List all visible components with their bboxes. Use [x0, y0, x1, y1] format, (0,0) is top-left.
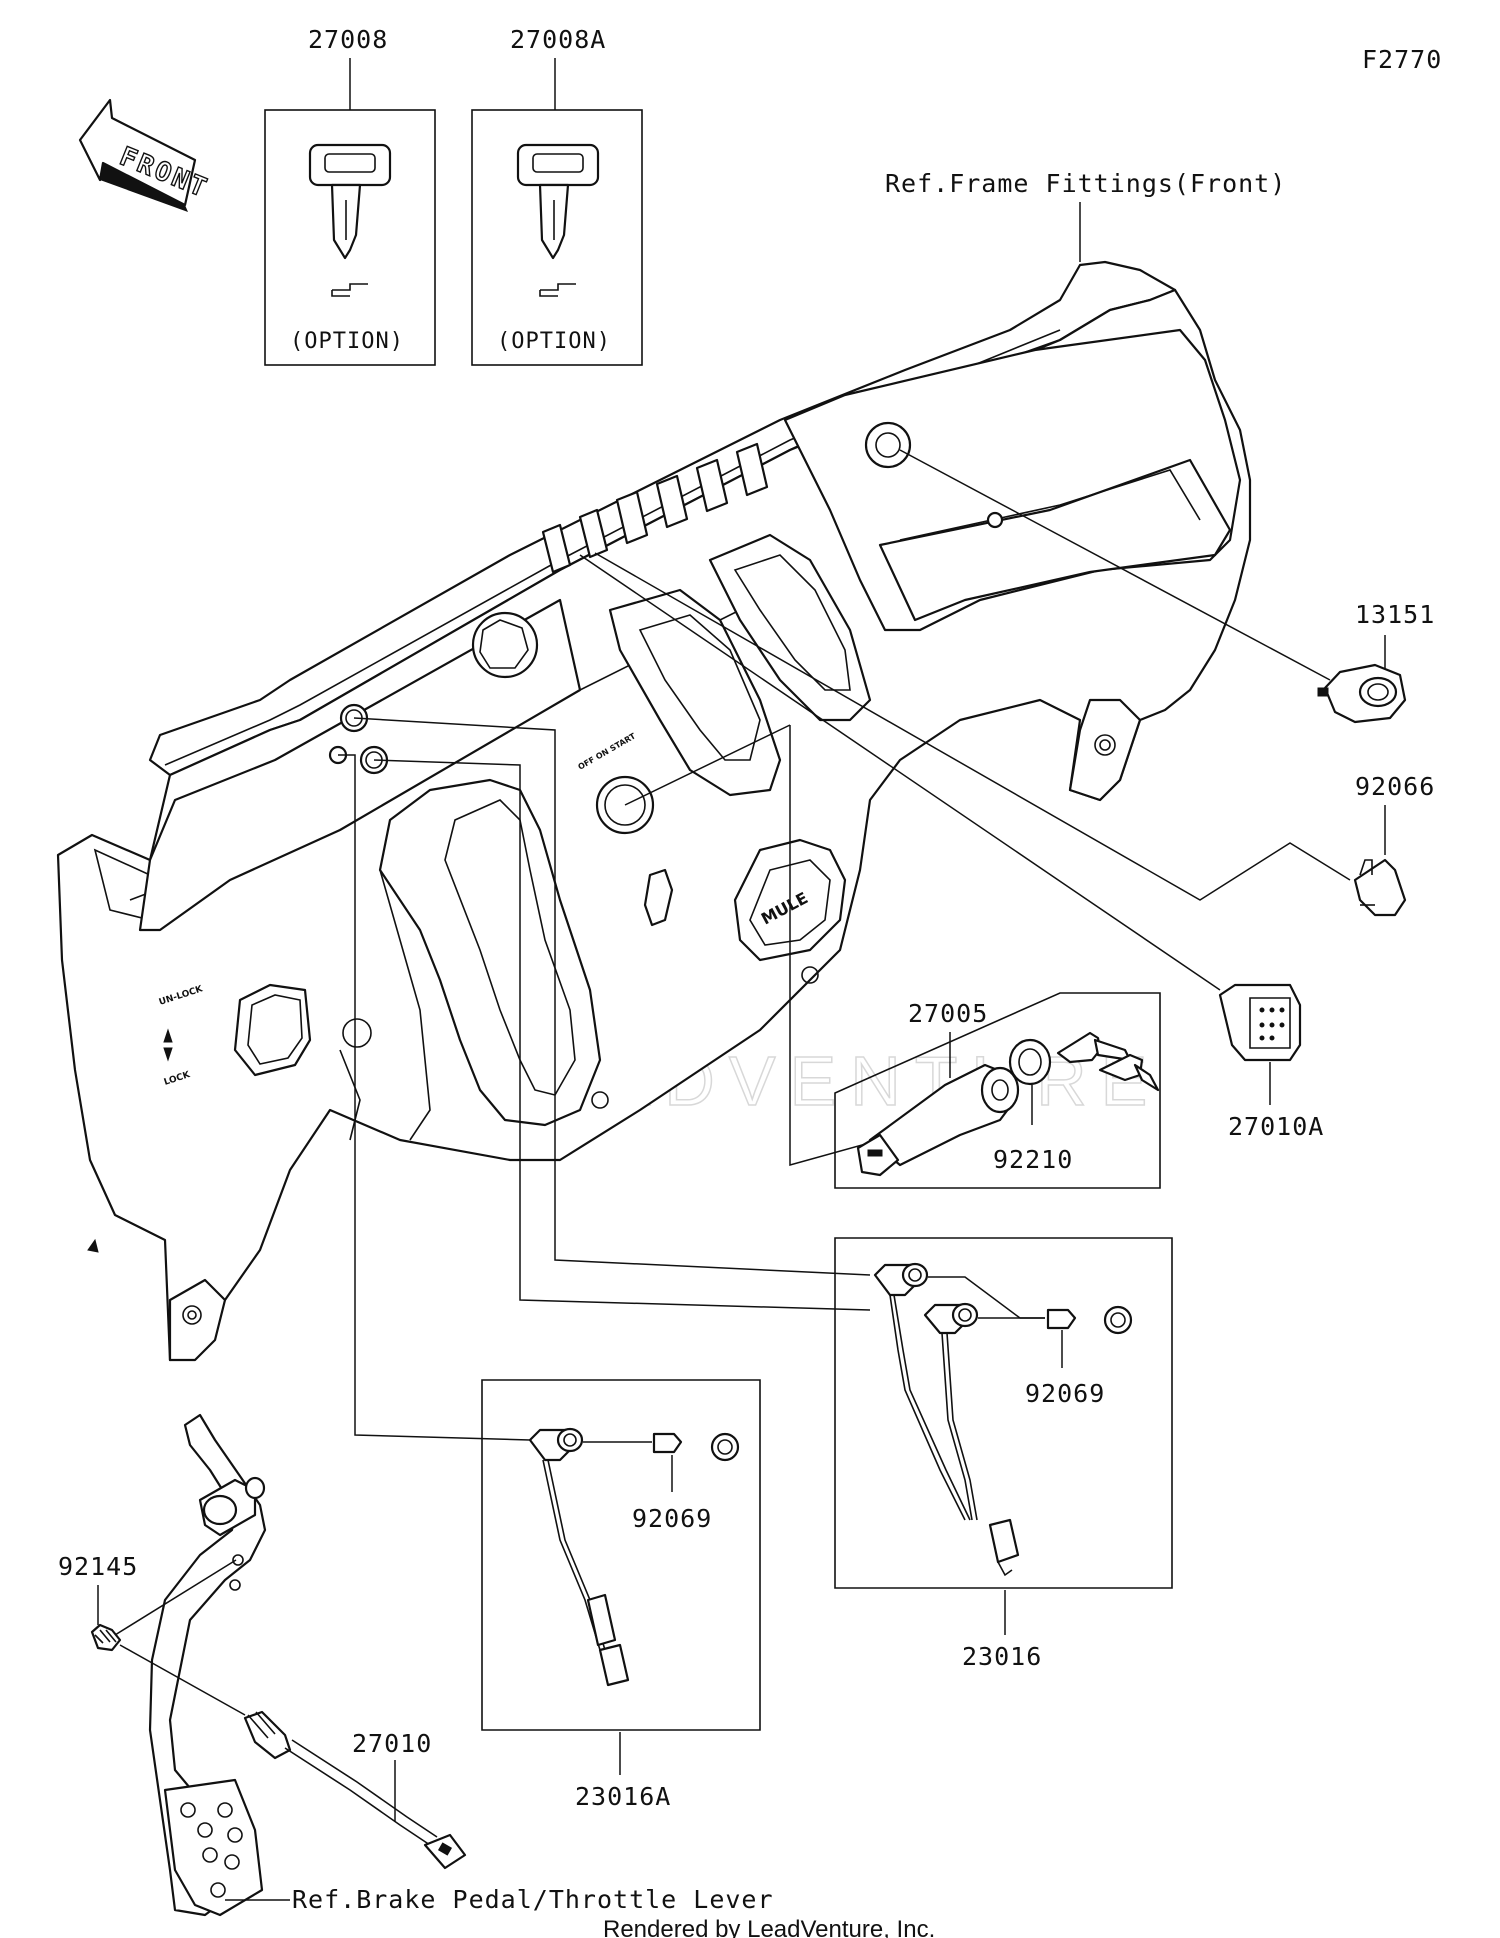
callout-92210: 92210	[993, 1145, 1073, 1174]
ref-brake-pedal: Ref.Brake Pedal/Throttle Lever	[292, 1885, 774, 1914]
key-icon	[308, 143, 392, 260]
callout-92069-right: 92069	[1025, 1379, 1105, 1408]
option-label-b: (OPTION)	[497, 329, 611, 354]
switch-slots	[541, 442, 769, 574]
key-icon	[516, 143, 600, 260]
callout-92145: 92145	[58, 1552, 138, 1581]
rocker-switch-icon	[1218, 983, 1302, 1062]
indicator-bulb-socket-icon	[528, 1427, 630, 1687]
callout-27010: 27010	[352, 1729, 432, 1758]
callout-27008: 27008	[308, 25, 388, 54]
brake-switch-icon	[243, 1710, 467, 1870]
callout-27005: 27005	[908, 999, 988, 1028]
key-option-a: 27008 (OPTION)	[264, 25, 436, 366]
option-label-a: (OPTION)	[290, 329, 404, 354]
brake-pedal	[148, 1413, 267, 1917]
grommet-icon	[1103, 1305, 1133, 1335]
ignition-keys-icon	[1056, 1031, 1160, 1092]
callout-92069-left: 92069	[632, 1504, 712, 1533]
callout-13151: 13151	[1355, 600, 1435, 629]
callout-92066: 92066	[1355, 772, 1435, 801]
ignition-switch-icon	[856, 1063, 1020, 1177]
ignition-nut-icon	[1008, 1038, 1052, 1086]
callout-27008A: 27008A	[510, 25, 606, 54]
callout-23016A: 23016A	[575, 1782, 671, 1811]
rocker-cover-icon	[1353, 858, 1407, 917]
callout-23016: 23016	[962, 1642, 1042, 1671]
grommet-icon	[710, 1432, 740, 1462]
footer-credit: Rendered by LeadVenture, Inc.	[603, 1916, 935, 1938]
bulb-icon	[652, 1432, 683, 1454]
indicator-bulb-socket-icon	[873, 1262, 1020, 1577]
power-socket-icon	[1317, 663, 1407, 724]
figure-code: F2770	[1362, 45, 1442, 74]
key-option-b: 27008A (OPTION)	[471, 25, 643, 366]
ref-frame-fittings: Ref.Frame Fittings(Front)	[885, 169, 1286, 198]
spring-icon	[90, 1623, 122, 1652]
dashboard-panel: UN-LOCK LOCK OFF ON START MULE	[56, 260, 1252, 1362]
bulb-icon	[1046, 1308, 1077, 1330]
front-arrow-icon: FRONT	[78, 98, 214, 212]
callout-27010A: 27010A	[1228, 1112, 1324, 1141]
